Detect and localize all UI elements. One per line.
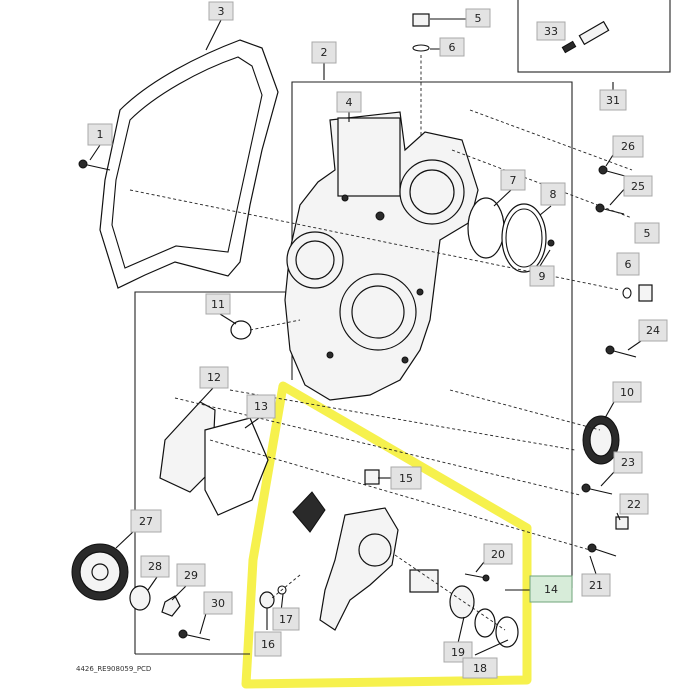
svg-text:11: 11 (211, 298, 225, 311)
callout-label: 13 (246, 394, 276, 419)
svg-text:16: 16 (261, 638, 275, 651)
svg-text:25: 25 (631, 180, 645, 193)
svg-text:6: 6 (625, 258, 632, 271)
callout-labels: 3 5 6 33 31 2 4 1 26 25 7 8 9 5 6 11 24 … (87, 1, 668, 679)
svg-text:24: 24 (646, 324, 660, 337)
svg-text:5: 5 (644, 227, 651, 240)
callout-label: 5 (634, 222, 660, 244)
svg-text:14: 14 (544, 583, 558, 596)
svg-text:30: 30 (211, 597, 225, 610)
svg-text:12: 12 (207, 371, 221, 384)
callout-label: 33 (536, 21, 566, 41)
callout-label: 22 (619, 493, 649, 515)
svg-text:20: 20 (491, 548, 505, 561)
svg-text:27: 27 (139, 515, 153, 528)
svg-text:29: 29 (184, 569, 198, 582)
svg-text:18: 18 (473, 662, 487, 675)
timing-gear-cover (284, 111, 479, 401)
callout-label: 4 (336, 91, 362, 113)
callout-label: 10 (612, 381, 642, 403)
callout-label: 27 (130, 509, 162, 533)
callout-label: 28 (140, 555, 170, 578)
callout-label: 29 (176, 563, 206, 587)
callout-label: 16 (254, 631, 282, 657)
svg-text:21: 21 (589, 579, 603, 592)
callout-label: 11 (205, 293, 231, 315)
callout-label: 31 (599, 89, 627, 111)
water-pump-assembly (259, 469, 519, 648)
svg-text:15: 15 (399, 472, 413, 485)
plug-part (412, 13, 430, 27)
gasket-part (99, 39, 279, 289)
callout-label: 5 (465, 8, 491, 28)
svg-text:5: 5 (475, 12, 482, 25)
callout-label: 8 (540, 182, 566, 206)
callout-label: 2 (311, 41, 337, 64)
callout-label: 24 (638, 319, 668, 342)
callout-label: 12 (199, 366, 229, 389)
svg-text:19: 19 (451, 646, 465, 659)
callout-label: 1 (87, 123, 113, 146)
svg-text:23: 23 (621, 456, 635, 469)
svg-text:17: 17 (279, 613, 293, 626)
callout-label: 19 (443, 641, 473, 663)
svg-text:26: 26 (621, 140, 635, 153)
gear-part (71, 543, 129, 601)
svg-text:6: 6 (449, 41, 456, 54)
callout-label: 25 (623, 175, 653, 197)
svg-text:4: 4 (346, 96, 353, 109)
callout-label: 30 (203, 591, 233, 615)
callout-label: 6 (616, 252, 640, 276)
bolts-right (547, 165, 653, 557)
callout-label: 18 (462, 657, 498, 679)
svg-text:2: 2 (321, 46, 328, 59)
callout-label: 21 (581, 573, 611, 597)
callout-label-highlighted: 14 (529, 575, 573, 603)
svg-text:31: 31 (606, 94, 620, 107)
callout-label: 20 (483, 543, 513, 565)
callout-label: 15 (390, 466, 422, 490)
callout-label: 7 (500, 169, 526, 191)
drawing-code: 4426_RE908059_PCD (76, 665, 152, 673)
leader-lines (89, 18, 642, 656)
callout-label: 6 (439, 37, 465, 57)
svg-text:22: 22 (627, 498, 641, 511)
svg-text:28: 28 (148, 560, 162, 573)
svg-text:8: 8 (550, 188, 557, 201)
dashed-guides (129, 109, 633, 631)
svg-text:10: 10 (620, 386, 634, 399)
svg-text:1: 1 (97, 128, 104, 141)
svg-text:13: 13 (254, 400, 268, 413)
callout-label: 9 (529, 265, 555, 287)
svg-text:3: 3 (218, 5, 225, 18)
highlight-region (241, 381, 532, 689)
svg-text:7: 7 (510, 174, 517, 187)
callout-label: 17 (272, 607, 300, 631)
svg-text:33: 33 (544, 25, 558, 38)
callout-label: 23 (613, 451, 643, 474)
callout-label: 3 (208, 1, 234, 21)
svg-text:9: 9 (539, 270, 546, 283)
callout-label: 26 (612, 135, 644, 158)
